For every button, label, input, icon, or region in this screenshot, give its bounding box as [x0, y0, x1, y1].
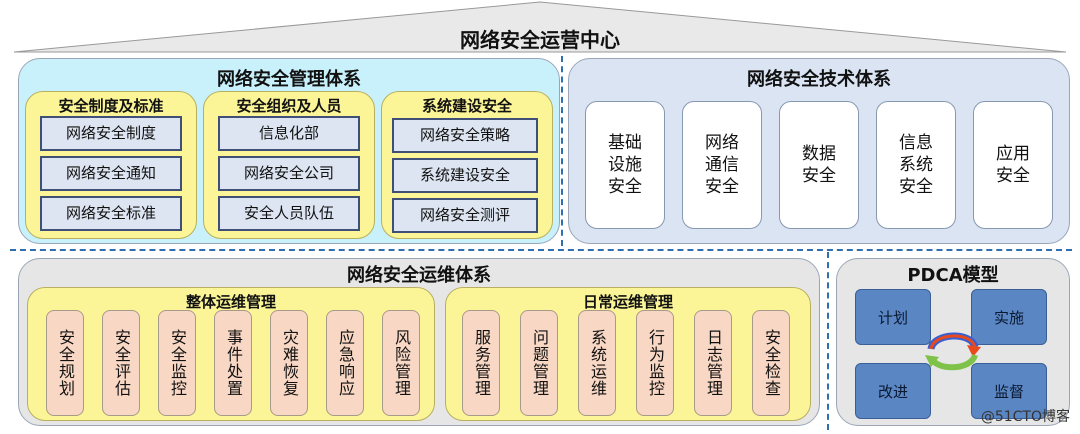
mgmt-item: 网络安全公司: [218, 156, 360, 191]
operations-center-title: 网络安全运营中心: [460, 28, 620, 52]
tech-item: 应用安全: [973, 101, 1053, 229]
watermark: @51CTO博客: [980, 409, 1070, 425]
mgmt-item: 信息化部: [218, 116, 360, 151]
pdca-act: 改进: [855, 363, 931, 419]
management-system-panel: 网络安全管理体系 安全制度及标准 网络安全制度 网络安全通知 网络安全标准 安全…: [18, 58, 560, 244]
operations-system-title: 网络安全运维体系: [347, 265, 491, 286]
mgmt-item: 网络安全制度: [40, 116, 182, 151]
ops-item: 日志管理: [694, 310, 732, 416]
pdca-do: 实施: [971, 289, 1047, 345]
ops-group-title: 整体运维管理: [185, 293, 276, 311]
separator-horizontal: [10, 249, 1072, 251]
ops-group-overall: 整体运维管理 安全规划 安全评估 安全监控 事件处置 灾难恢复 应急响应 风险管…: [27, 287, 435, 421]
tech-item: 信息系统安全: [876, 101, 956, 229]
operations-system-panel: 网络安全运维体系 整体运维管理 安全规划 安全评估 安全监控 事件处置 灾难恢复…: [18, 258, 820, 426]
pdca-panel: PDCA模型 计划 实施 改进 监督: [836, 258, 1070, 426]
pdca-plan: 计划: [855, 289, 931, 345]
tech-item: 基础设施安全: [585, 101, 665, 229]
mgmt-group-organization: 安全组织及人员 信息化部 网络安全公司 安全人员队伍: [203, 91, 375, 239]
pdca-title: PDCA模型: [907, 265, 999, 286]
mgmt-item: 网络安全策略: [392, 118, 538, 153]
separator-vertical: [561, 56, 563, 246]
ops-item: 事件处置: [214, 310, 252, 416]
technology-system-panel: 网络安全技术体系 基础设施安全 网络通信安全 数据安全 信息系统安全 应用安全: [568, 58, 1070, 244]
mgmt-item: 网络安全测评: [392, 198, 538, 233]
roof-shape: [13, 1, 1067, 53]
mgmt-group-construction: 系统建设安全 网络安全策略 系统建设安全 网络安全测评: [381, 91, 553, 239]
ops-item: 安全规划: [46, 310, 84, 416]
ops-item: 风险管理: [382, 310, 420, 416]
ops-group-daily: 日常运维管理 服务管理 问题管理 系统运维 行为监控 日志管理 安全检查: [445, 287, 811, 421]
mgmt-group-standards: 安全制度及标准 网络安全制度 网络安全通知 网络安全标准: [25, 91, 197, 239]
mgmt-group-title: 安全制度及标准: [58, 97, 164, 115]
ops-item: 灾难恢复: [270, 310, 308, 416]
ops-item: 安全评估: [102, 310, 140, 416]
ops-item: 应急响应: [326, 310, 364, 416]
management-system-title: 网络安全管理体系: [217, 69, 361, 90]
mgmt-item: 网络安全通知: [40, 156, 182, 191]
tech-item: 网络通信安全: [682, 101, 762, 229]
mgmt-group-title: 安全组织及人员: [236, 97, 342, 115]
ops-item: 行为监控: [636, 310, 674, 416]
ops-item: 安全监控: [158, 310, 196, 416]
mgmt-group-title: 系统建设安全: [421, 97, 512, 115]
ops-item: 服务管理: [462, 310, 500, 416]
mgmt-item: 系统建设安全: [392, 158, 538, 193]
ops-group-title: 日常运维管理: [582, 293, 673, 311]
tech-item: 数据安全: [779, 101, 859, 229]
ops-item: 问题管理: [520, 310, 558, 416]
mgmt-item: 安全人员队伍: [218, 196, 360, 231]
technology-system-title: 网络安全技术体系: [747, 69, 891, 90]
ops-item: 安全检查: [752, 310, 790, 416]
separator-vertical-bottom: [827, 252, 829, 430]
cycle-arrows-icon: [925, 332, 981, 371]
pdca-check: 监督: [971, 363, 1047, 419]
ops-item: 系统运维: [578, 310, 616, 416]
mgmt-item: 网络安全标准: [40, 196, 182, 231]
